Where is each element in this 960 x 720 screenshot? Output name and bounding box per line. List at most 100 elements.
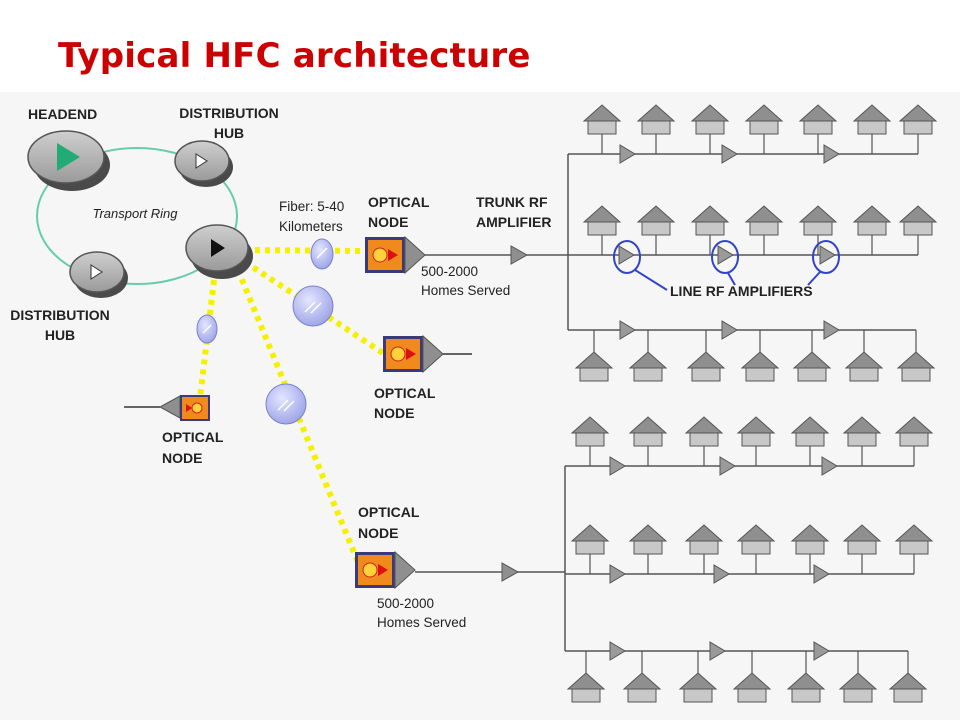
homes-served-line1: 500-2000 [421,264,478,279]
house-icon [574,351,614,382]
house-icon [622,672,662,703]
optical-node-icon [355,550,416,590]
house-icon [792,351,832,382]
house-icon [786,672,826,703]
house-icon [790,416,830,447]
optical-node-label-line2: NODE [162,450,202,466]
transport-ring-label: Transport Ring [92,206,178,221]
house-icon [686,351,726,382]
amplifier-icon [618,245,635,265]
homes-served-line1: 500-2000 [377,596,434,611]
house-icon [852,205,892,236]
house-icon [842,524,882,555]
amplifier-icon [719,456,736,476]
amplifier-icon [721,320,738,340]
amplifier-icon [619,144,636,164]
transport-ring [36,147,238,285]
optical-node-label-line2: NODE [374,405,414,421]
house-icon [852,104,892,135]
house-icon [736,416,776,447]
house-icon [898,104,938,135]
house-icon [570,524,610,555]
hub-icon [69,251,128,298]
amplifier-icon [823,320,840,340]
optical-node-label-line2: NODE [368,214,408,230]
fiber-label-line2: Kilometers [279,219,343,234]
optical-node-icon [365,235,426,275]
amplifier-icon [813,564,830,584]
page-title: Typical HFC architecture [58,36,531,76]
amplifier-icon [821,456,838,476]
homes-served-line2: Homes Served [421,283,510,298]
house-icon [566,672,606,703]
house-icon [894,524,934,555]
amplifier-icon [709,641,726,661]
line-rf-amplifiers-label: LINE RF AMPLIFIERS [670,283,813,299]
headend-label: HEADEND [28,106,97,122]
amplifier-icon [823,144,840,164]
optical-node-label-line1: OPTICAL [368,194,430,210]
house-icon [798,205,838,236]
hub-label-line2: HUB [214,125,244,141]
house-icon [896,351,936,382]
house-icon [744,205,784,236]
splitter-icon [265,383,307,425]
house-icon [888,672,928,703]
amplifier-icon [609,641,626,661]
amplifier-icon [813,641,830,661]
fiber-label-line1: Fiber: 5-40 [279,199,344,214]
hub-label-line1: DISTRIBUTION [179,105,279,121]
amplifier-icon [510,245,529,265]
hub-label-line1: DISTRIBUTION [10,307,110,323]
house-icon [582,205,622,236]
trunk-rf-label-line2: AMPLIFIER [476,214,551,230]
splitter-icon [196,314,218,344]
houses-layer [564,104,938,703]
house-icon [790,524,830,555]
house-icon [636,205,676,236]
optical-node-label-line1: OPTICAL [374,385,436,401]
optical-node-icon [383,334,444,374]
optical-node-label-line1: OPTICAL [162,429,224,445]
house-icon [628,351,668,382]
hub-icon [185,224,253,279]
house-icon [570,416,610,447]
house-icon [678,672,718,703]
house-icon [894,416,934,447]
house-icon [740,351,780,382]
amplifier-icon [609,456,626,476]
house-icon [798,104,838,135]
hub-icon [174,140,233,187]
house-icon [736,524,776,555]
optical-node-label-line2: NODE [358,525,398,541]
house-icon [628,524,668,555]
house-icon [690,104,730,135]
house-icon [636,104,676,135]
house-icon [842,416,882,447]
amplifier-icon [819,245,836,265]
headend-icon [27,130,110,191]
optical-node-icon [158,395,210,421]
house-icon [732,672,772,703]
amplifier-icon [721,144,738,164]
line-rf-highlight [613,240,840,291]
house-icon [838,672,878,703]
house-icon [628,416,668,447]
house-icon [744,104,784,135]
house-icon [844,351,884,382]
house-icon [690,205,730,236]
splitter-icon [292,285,334,327]
house-icon [898,205,938,236]
house-icon [684,416,724,447]
house-icon [582,104,622,135]
amplifier-icon [619,320,636,340]
diagram-panel [0,92,960,720]
amplifier-icon [717,245,734,265]
hub-label-line2: HUB [45,327,75,343]
amplifier-icon [713,564,730,584]
house-icon [684,524,724,555]
optical-node-label-line1: OPTICAL [358,504,420,520]
trunk-rf-label-line1: TRUNK RF [476,194,548,210]
homes-served-line2: Homes Served [377,615,466,630]
